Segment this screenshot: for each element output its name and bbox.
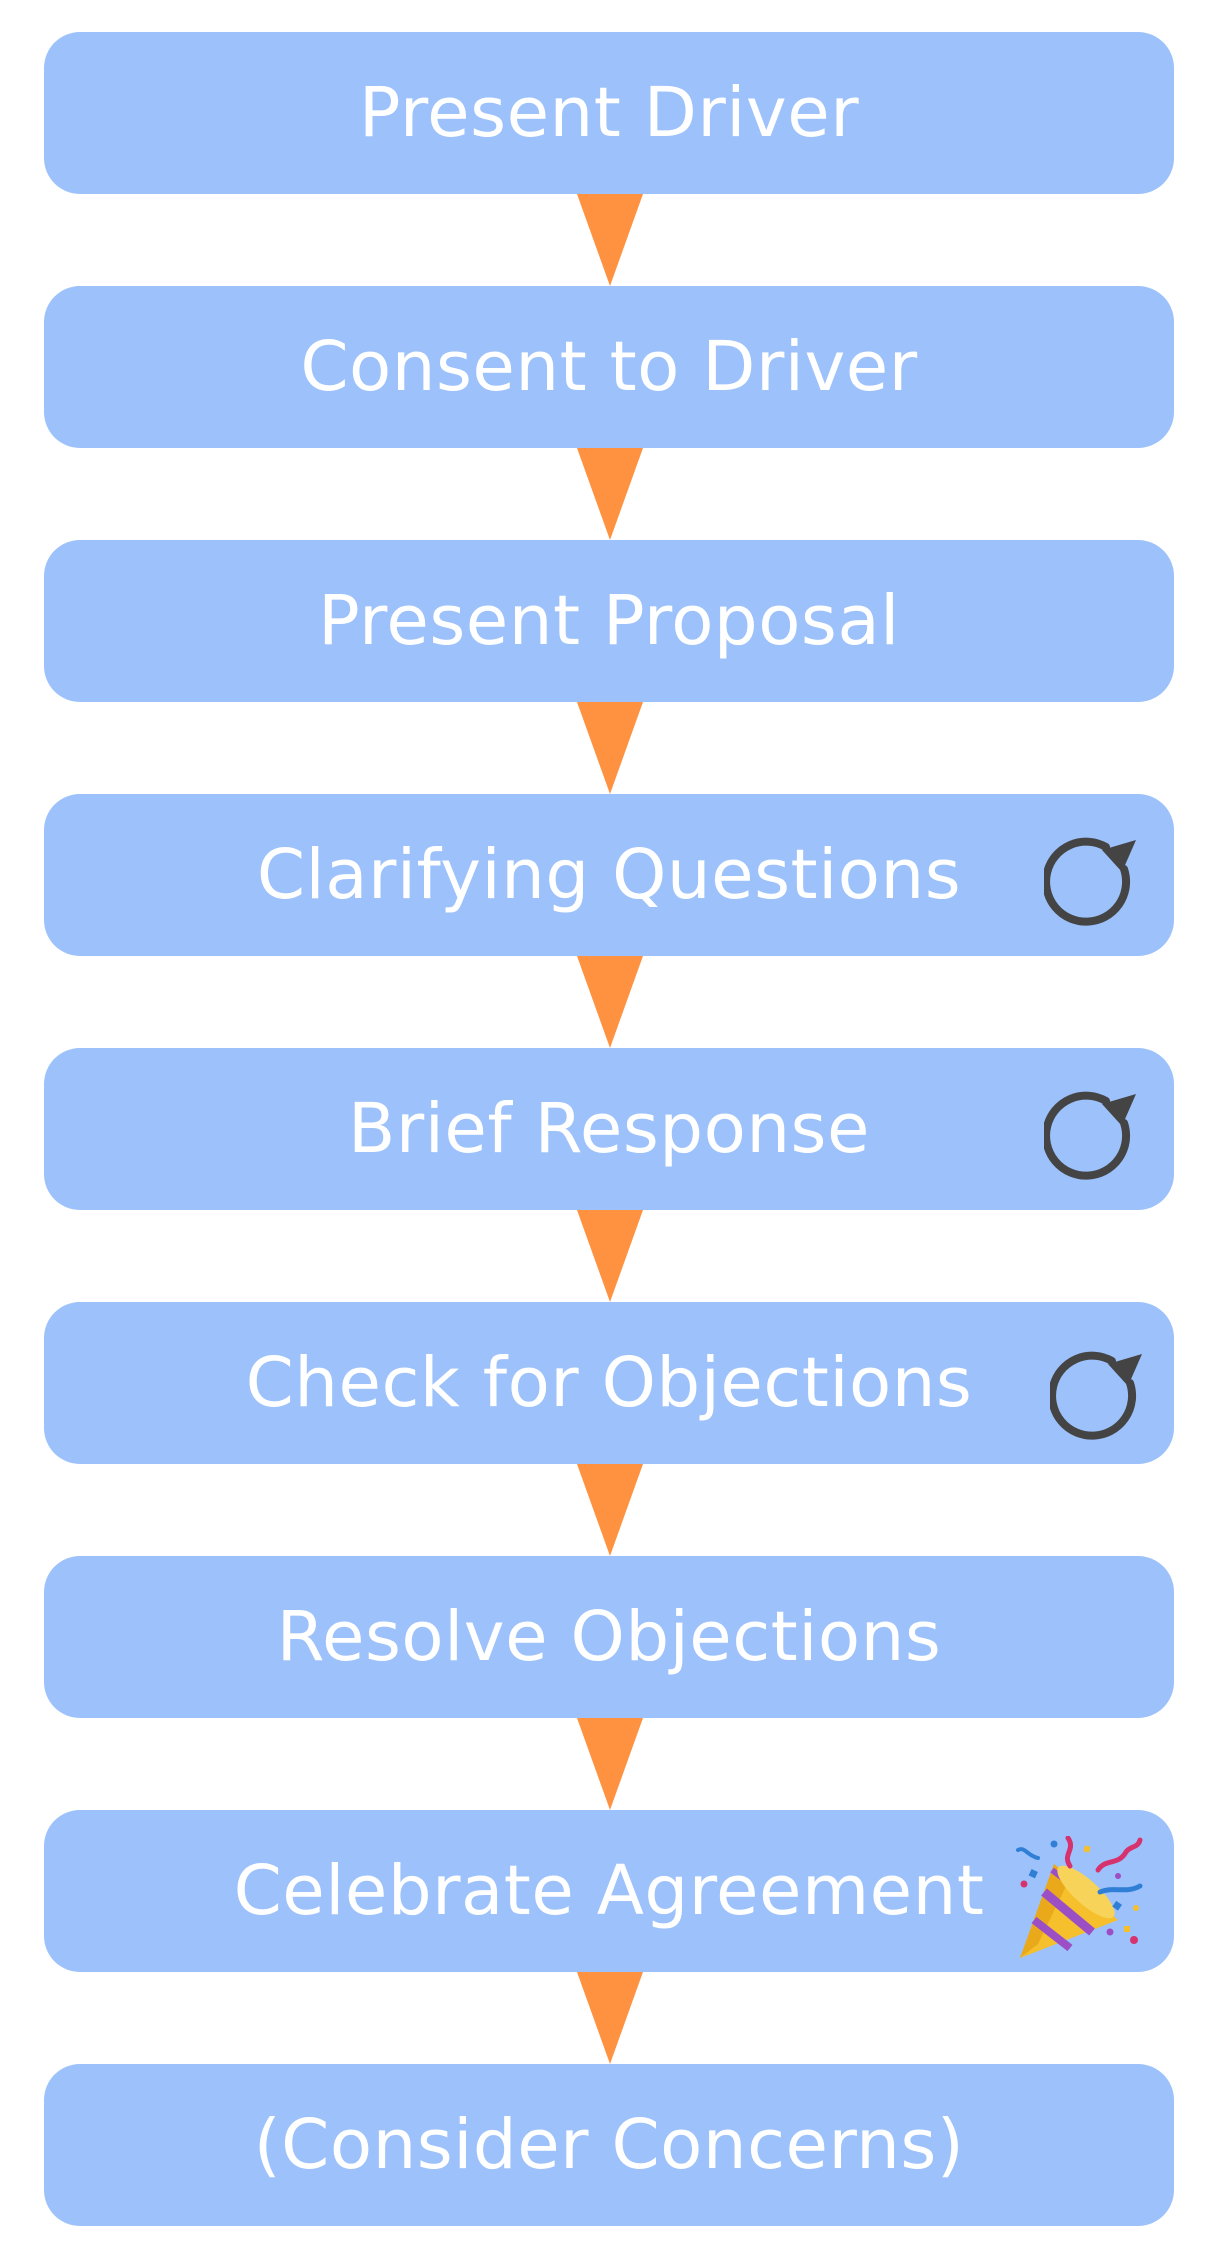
step-label: Resolve Objections [276, 1596, 942, 1677]
step-label: Celebrate Agreement [233, 1850, 985, 1931]
step-label: Present Proposal [318, 580, 900, 661]
connector-arrow-4 [577, 956, 643, 1048]
party-popper-icon [1016, 1836, 1143, 1958]
repeat-icon [1044, 837, 1136, 926]
step-label: Present Driver [358, 72, 860, 153]
step-consent-to-driver: Consent to Driver [44, 286, 1174, 448]
step-label: (Consider Concerns) [253, 2104, 965, 2185]
step-present-proposal: Present Proposal [44, 540, 1174, 702]
step-label: Check for Objections [245, 1342, 973, 1423]
connector-arrow-6 [577, 1464, 643, 1556]
step-clarifying-questions: Clarifying Questions [44, 794, 1174, 956]
connector-arrow-2 [577, 448, 643, 540]
step-brief-response: Brief Response [44, 1048, 1174, 1210]
step-label: Clarifying Questions [256, 834, 962, 915]
step-label: Consent to Driver [300, 326, 918, 407]
step-celebrate-agreement: Celebrate Agreement [44, 1810, 1174, 1972]
step-check-for-objections: Check for Objections [44, 1302, 1174, 1464]
step-present-driver: Present Driver [44, 32, 1174, 194]
step-consider-concerns: (Consider Concerns) [44, 2064, 1174, 2226]
repeat-icon [1044, 1091, 1136, 1180]
repeat-icon [1050, 1351, 1142, 1440]
step-resolve-objections: Resolve Objections [44, 1556, 1174, 1718]
connector-arrow-8 [577, 1972, 643, 2064]
step-label: Brief Response [348, 1088, 870, 1169]
connector-arrow-5 [577, 1210, 643, 1302]
connector-arrow-1 [577, 194, 643, 286]
connector-arrow-7 [577, 1718, 643, 1810]
connector-arrow-3 [577, 702, 643, 794]
